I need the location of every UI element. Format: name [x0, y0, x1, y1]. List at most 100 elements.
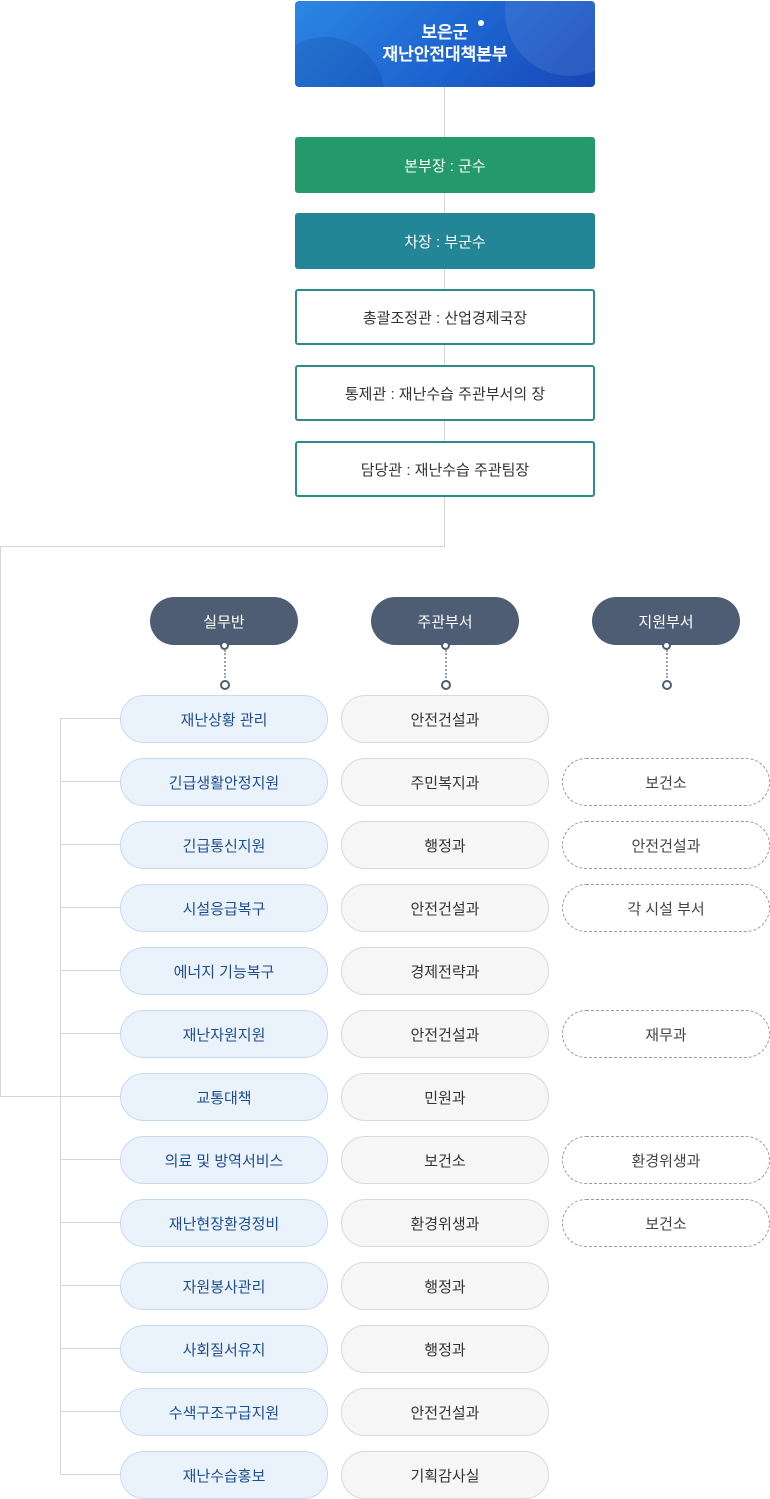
rank-box-chief: 본부장 : 군수: [295, 137, 595, 193]
row-branch-connector: [60, 1222, 120, 1223]
team-pill-label: 시설응급복구: [182, 900, 266, 918]
pin-top-icon: [441, 641, 450, 650]
team-pill: 긴급통신지원: [120, 821, 328, 869]
pin-bottom-icon: [220, 680, 230, 690]
row-branch-connector: [60, 844, 120, 845]
rank-label: 통제관 : 재난수습 주관부서의 장: [344, 385, 546, 403]
team-pill-label: 사회질서유지: [182, 1341, 266, 1359]
support-dept-pill: 각 시설 부서: [562, 884, 770, 932]
row-branch-connector: [60, 1285, 120, 1286]
support-dept-pill-label: 보건소: [645, 774, 687, 792]
team-pill: 사회질서유지: [120, 1325, 328, 1373]
team-pill: 에너지 기능복구: [120, 947, 328, 995]
team-pill-label: 자원봉사관리: [182, 1278, 266, 1296]
pin-dashed-line: [666, 650, 668, 678]
row-branch-connector: [60, 1474, 120, 1475]
lead-dept-pill-label: 안전건설과: [410, 711, 480, 729]
lead-dept-pill: 행정과: [341, 821, 549, 869]
lead-dept-pill-label: 주민복지과: [410, 774, 480, 792]
team-pill: 재난현장환경정비: [120, 1199, 328, 1247]
team-pill-label: 긴급통신지원: [182, 837, 266, 855]
lead-dept-pill-label: 행정과: [424, 1341, 466, 1359]
left-join-connector: [0, 1096, 61, 1097]
lead-dept-pill: 민원과: [341, 1073, 549, 1121]
row-branch-connector: [60, 1348, 120, 1349]
pin-dashed-line: [224, 650, 226, 678]
lead-dept-pill-label: 경제전략과: [410, 963, 480, 981]
team-pill: 수색구조구급지원: [120, 1388, 328, 1436]
team-pill: 재난수습홍보: [120, 1451, 328, 1499]
rank-label: 본부장 : 군수: [404, 157, 486, 175]
lead-dept-pill-label: 보건소: [424, 1152, 466, 1170]
row-branch-connector: [60, 1096, 120, 1097]
pin-bottom-icon: [441, 680, 451, 690]
column-header-label: 실무반: [203, 613, 245, 631]
team-pill-label: 수색구조구급지원: [168, 1404, 280, 1422]
lead-dept-pill: 안전건설과: [341, 695, 549, 743]
rank-box-controller: 통제관 : 재난수습 주관부서의 장: [295, 365, 595, 421]
row-branch-connector: [60, 781, 120, 782]
rank-label: 차장 : 부군수: [404, 233, 486, 251]
row-branch-connector: [60, 1033, 120, 1034]
column-header-support: 지원부서: [592, 597, 740, 645]
column-header-label: 주관부서: [417, 613, 473, 631]
team-pill-label: 재난자원지원: [182, 1026, 266, 1044]
lead-dept-pill-label: 행정과: [424, 837, 466, 855]
hq-title-line1: 보은군: [421, 23, 469, 42]
team-pill-label: 재난수습홍보: [182, 1467, 266, 1485]
support-dept-pill-label: 재무과: [645, 1026, 687, 1044]
lead-dept-pill: 행정과: [341, 1262, 549, 1310]
lead-dept-pill-label: 안전건설과: [410, 1404, 480, 1422]
lead-dept-pill-label: 기획감사실: [410, 1467, 480, 1485]
support-dept-pill-label: 보건소: [645, 1215, 687, 1233]
row-branch-connector: [60, 1411, 120, 1412]
row-branch-connector: [60, 1159, 120, 1160]
team-pill: 재난자원지원: [120, 1010, 328, 1058]
team-pill: 의료 및 방역서비스: [120, 1136, 328, 1184]
lead-dept-pill-label: 민원과: [424, 1089, 466, 1107]
lead-dept-pill: 안전건설과: [341, 1388, 549, 1436]
left-edge-connector: [0, 546, 1, 1097]
support-dept-pill: 환경위생과: [562, 1136, 770, 1184]
hq-box: 보은군 재난안전대책본부: [295, 1, 595, 87]
column-header-lead: 주관부서: [371, 597, 519, 645]
team-pill-label: 에너지 기능복구: [173, 963, 275, 981]
lead-dept-pill: 보건소: [341, 1136, 549, 1184]
pin-top-icon: [662, 641, 671, 650]
lead-dept-pill-label: 환경위생과: [410, 1215, 480, 1233]
rank-box-officer: 담당관 : 재난수습 주관팀장: [295, 441, 595, 497]
pin-top-icon: [220, 641, 229, 650]
team-pill: 자원봉사관리: [120, 1262, 328, 1310]
dot-icon: [478, 20, 484, 26]
lead-dept-pill: 행정과: [341, 1325, 549, 1373]
horizontal-connector: [0, 546, 445, 547]
column-header-team: 실무반: [150, 597, 298, 645]
lead-dept-pill: 주민복지과: [341, 758, 549, 806]
row-branch-connector: [60, 907, 120, 908]
team-pill-label: 재난현장환경정비: [168, 1215, 280, 1233]
support-dept-pill: 안전건설과: [562, 821, 770, 869]
rank-box-deputy: 차장 : 부군수: [295, 213, 595, 269]
team-pill-label: 긴급생활안정지원: [168, 774, 280, 792]
lead-dept-pill: 안전건설과: [341, 884, 549, 932]
team-pill: 시설응급복구: [120, 884, 328, 932]
hq-title-line2: 재난안전대책본부: [382, 45, 508, 64]
rank-box-coordinator: 총괄조정관 : 산업경제국장: [295, 289, 595, 345]
column-header-label: 지원부서: [638, 613, 694, 631]
lead-dept-pill-label: 안전건설과: [410, 900, 480, 918]
team-pill: 교통대책: [120, 1073, 328, 1121]
rank-label: 담당관 : 재난수습 주관팀장: [360, 461, 530, 479]
lead-dept-pill: 안전건설과: [341, 1010, 549, 1058]
lead-dept-pill: 기획감사실: [341, 1451, 549, 1499]
pin-bottom-icon: [662, 680, 672, 690]
lead-dept-pill-label: 안전건설과: [410, 1026, 480, 1044]
rank-label: 총괄조정관 : 산업경제국장: [362, 309, 528, 327]
row-branch-connector: [60, 718, 120, 719]
row-branch-connector: [60, 970, 120, 971]
lead-dept-pill: 환경위생과: [341, 1199, 549, 1247]
support-dept-pill-label: 안전건설과: [631, 837, 701, 855]
team-pill-label: 의료 및 방역서비스: [164, 1152, 284, 1170]
lead-dept-pill: 경제전략과: [341, 947, 549, 995]
support-dept-pill: 보건소: [562, 758, 770, 806]
support-dept-pill-label: 환경위생과: [631, 1152, 701, 1170]
